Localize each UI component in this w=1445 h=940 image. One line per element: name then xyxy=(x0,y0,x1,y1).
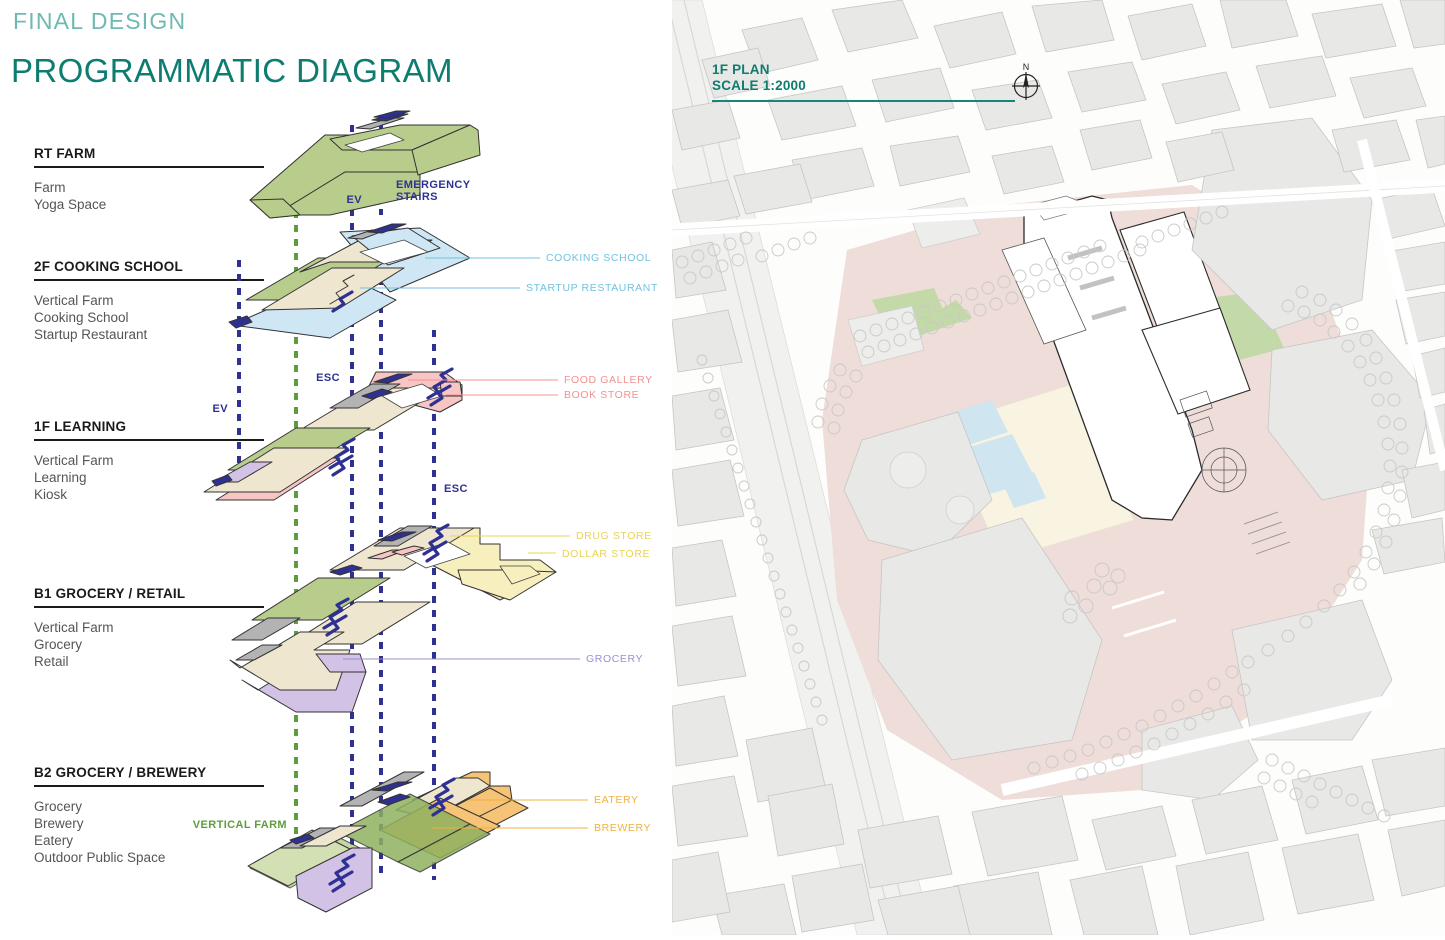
callout-book-store: BOOK STORE xyxy=(564,389,639,401)
legend-item: Vertical Farm xyxy=(34,619,114,635)
rail-corridor xyxy=(672,0,933,935)
callout-group: COOKING SCHOOL STARTUP RESTAURANT FOOD G… xyxy=(343,252,658,834)
callout-dollar-store: DOLLAR STORE xyxy=(562,548,650,560)
legend-block-1f-learning: 1F LEARNING Vertical Farm Learning Kiosk xyxy=(34,419,264,503)
callout-cooking-school: COOKING SCHOOL xyxy=(546,252,651,264)
roads xyxy=(672,138,1445,796)
ev-label-top: EV xyxy=(347,194,363,206)
floor-plate-b2-grocery-brewery xyxy=(247,771,529,913)
legend-item: Eatery xyxy=(34,832,74,848)
north-arrow-compass-icon: N xyxy=(1012,62,1040,100)
legend-divider xyxy=(34,606,264,608)
legend-item: Farm xyxy=(34,179,66,195)
programmatic-diagram-panel: FINAL DESIGN PROGRAMMATIC DIAGRAM RT FAR… xyxy=(0,0,672,935)
esc-label-lower: ESC xyxy=(444,483,468,495)
escalator-icon xyxy=(422,523,450,556)
legend-items: Grocery Brewery Eatery Outdoor Public Sp… xyxy=(34,798,264,866)
legend-item: Vertical Farm xyxy=(34,292,114,308)
ev-label-mid: EV xyxy=(213,403,229,415)
urban-fabric-west xyxy=(672,241,845,857)
paths-detail xyxy=(1111,590,1177,638)
legend-item: Vertical Farm xyxy=(34,452,114,468)
escalator-icon xyxy=(329,274,355,305)
legend-items: Vertical Farm Grocery Retail xyxy=(34,619,264,670)
callout-startup-restaurant: STARTUP RESTAURANT xyxy=(526,282,658,294)
callout-grocery: GROCERY xyxy=(586,653,643,665)
legend-item: Yoga Space xyxy=(34,196,107,212)
iso-svg: .pl{stroke:#333;stroke-width:1;stroke-li… xyxy=(193,110,658,913)
escalator-icon xyxy=(428,777,456,810)
legend-heading: RT FARM xyxy=(34,146,96,161)
compass-north-label: N xyxy=(1023,62,1030,72)
site-plan-map[interactable]: .bld{fill:#e8e8e6;stroke:#c6c6c4;stroke-… xyxy=(672,0,1445,935)
callout-food-gallery: FOOD GALLERY xyxy=(564,374,653,386)
urban-fabric-north xyxy=(672,0,1445,229)
escalator-icon xyxy=(426,367,454,400)
legend-block-b1-grocery-retail: B1 GROCERY / RETAIL Vertical Farm Grocer… xyxy=(34,586,264,670)
legend-item: Startup Restaurant xyxy=(34,326,148,342)
legend-divider xyxy=(34,785,264,787)
legend-items: Vertical Farm Learning Kiosk xyxy=(34,452,264,503)
escalator-icon xyxy=(328,853,356,886)
exploded-axonometric-diagram: .pl{stroke:#333;stroke-width:1;stroke-li… xyxy=(0,0,672,935)
legend-block-b2-grocery-brewery: B2 GROCERY / BREWERY Grocery Brewery Eat… xyxy=(34,765,264,866)
vertical-farm-label: VERTICAL FARM xyxy=(193,819,287,831)
legend-heading: B2 GROCERY / BREWERY xyxy=(34,765,207,780)
legend-item: Outdoor Public Space xyxy=(34,849,166,865)
legend-item: Learning xyxy=(34,469,87,485)
emergency-stairs-label-line2: STAIRS xyxy=(396,191,438,203)
callout-eatery: EATERY xyxy=(594,794,639,806)
legend-divider xyxy=(34,439,264,441)
map-title-line-1: 1F PLAN xyxy=(712,62,770,77)
floor-plate-2f-cooking-school xyxy=(228,223,471,339)
floor-plate-1f-learning xyxy=(203,367,463,501)
legend-item: Cooking School xyxy=(34,309,129,325)
circulation-label-group: EV EMERGENCY STAIRS ESC EV ESC VERTICAL … xyxy=(193,179,471,831)
legend-block-rt-farm: RT FARM Farm Yoga Space xyxy=(34,146,264,213)
escalator-icon xyxy=(322,597,350,630)
emergency-stairs-label-line1: EMERGENCY xyxy=(396,179,471,191)
legend-heading: B1 GROCERY / RETAIL xyxy=(34,586,186,601)
callout-drug-store: DRUG STORE xyxy=(576,530,652,542)
floor-plate-b1-grocery-retail xyxy=(229,523,557,713)
urban-fabric-south xyxy=(672,747,1445,935)
legend-item: Kiosk xyxy=(34,486,68,502)
floor-plate-rt-farm xyxy=(249,110,481,219)
map-title-line-2: SCALE 1:2000 xyxy=(712,78,806,93)
tree-rows xyxy=(675,205,1409,823)
eyebrow-title: FINAL DESIGN xyxy=(13,8,187,34)
legend-item: Retail xyxy=(34,653,69,669)
legend-items: Vertical Farm Cooking School Startup Res… xyxy=(34,292,264,343)
legend-items: Farm Yoga Space xyxy=(34,179,264,213)
legend-item: Grocery xyxy=(34,798,83,814)
callout-brewery: BREWERY xyxy=(594,822,651,834)
legend-divider xyxy=(34,166,264,168)
site-plan-svg: .bld{fill:#e8e8e6;stroke:#c6c6c4;stroke-… xyxy=(672,0,1445,935)
legend-heading: 1F LEARNING xyxy=(34,419,127,434)
legend-heading: 2F COOKING SCHOOL xyxy=(34,259,183,274)
legend-item: Brewery xyxy=(34,815,84,831)
escalator-icon xyxy=(328,437,356,470)
legend-divider xyxy=(34,279,264,281)
project-building xyxy=(1001,195,1291,555)
page-title: PROGRAMMATIC DIAGRAM xyxy=(11,52,453,89)
map-title-underline xyxy=(712,100,1015,102)
legend-item: Grocery xyxy=(34,636,83,652)
esc-label-upper: ESC xyxy=(316,372,340,384)
legend-block-2f-cooking-school: 2F COOKING SCHOOL Vertical Farm Cooking … xyxy=(34,259,264,343)
map-title-block: 1F PLAN SCALE 1:2000 xyxy=(712,62,806,94)
